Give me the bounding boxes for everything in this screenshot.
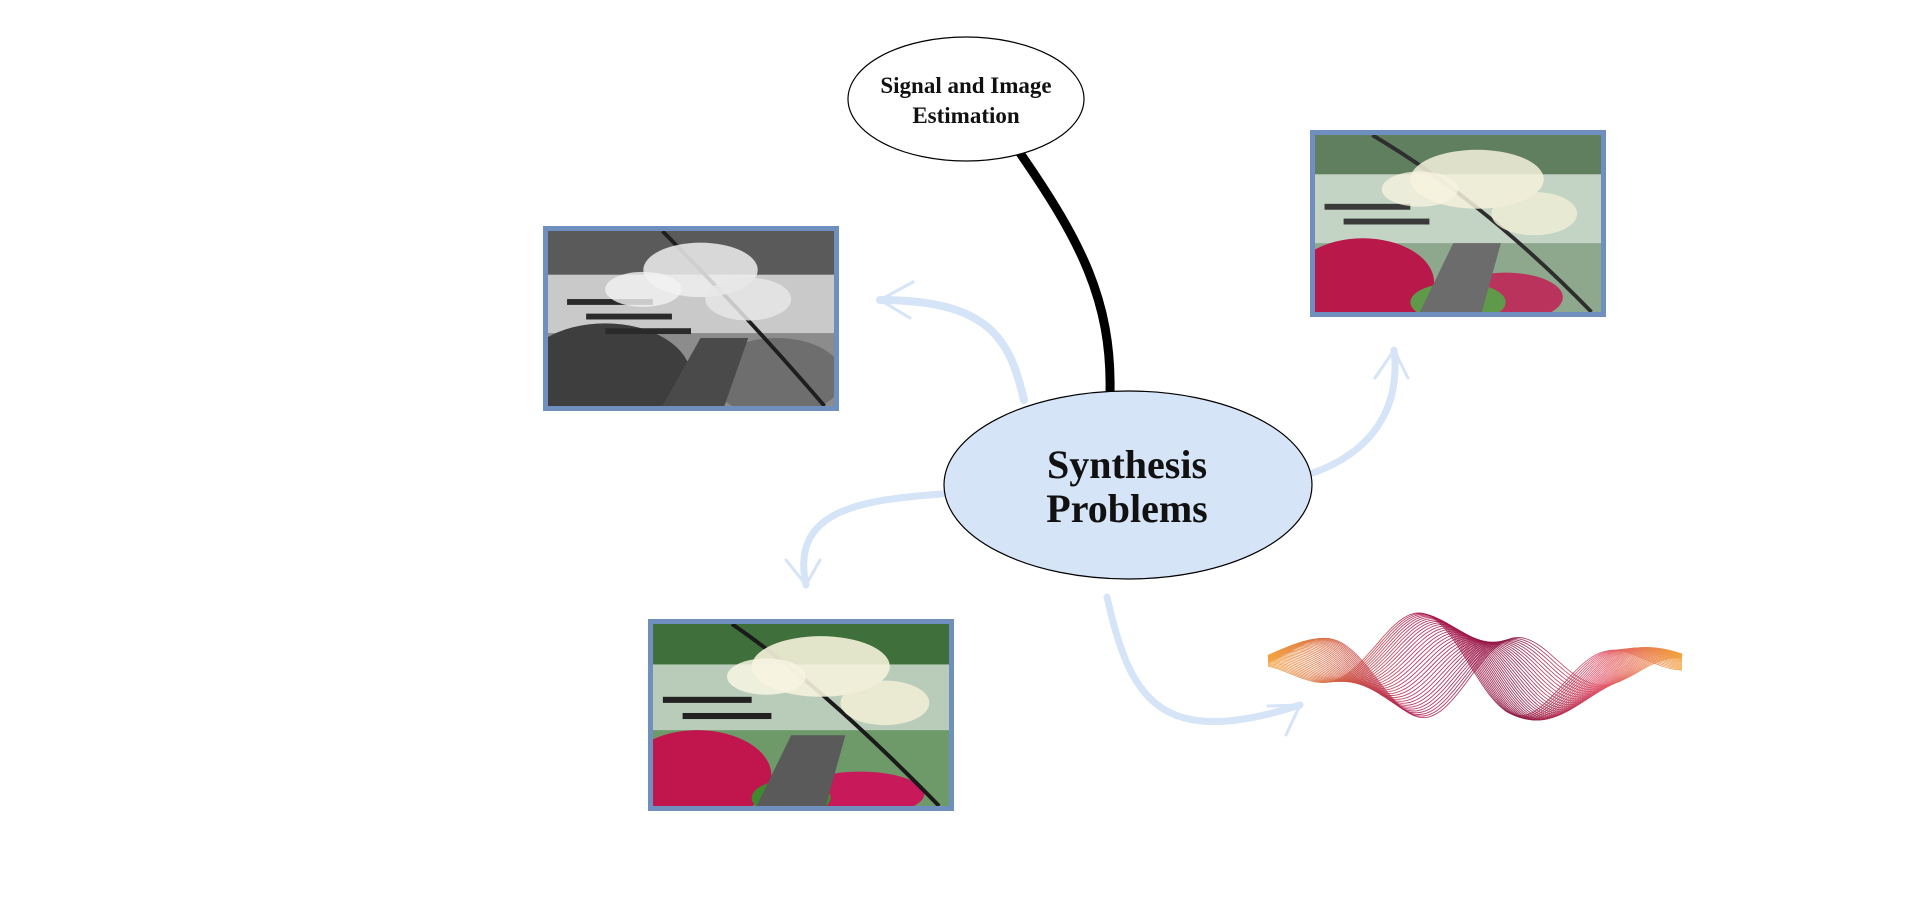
synthesis-problems-node[interactable] (943, 390, 1313, 580)
signal-image-estimation-node[interactable] (847, 36, 1085, 162)
wave-ribbon-strand (1267, 627, 1683, 719)
grayscale-garden-photo[interactable] (543, 226, 839, 411)
wave-ribbon-strand (1267, 625, 1683, 720)
connector-line (1015, 148, 1115, 398)
wave-ribbon-strand (1267, 628, 1683, 718)
grayscale-garden-photo-icon (548, 231, 834, 406)
color-garden-photo-sharp-icon (653, 624, 949, 806)
color-garden-photo-soft[interactable] (1310, 130, 1606, 317)
arrow-to-color-photo-top (1306, 346, 1410, 478)
wave-ribbon-strand (1267, 612, 1683, 717)
arrow-to-wave-graphic (1103, 593, 1304, 737)
color-garden-photo-sharp[interactable] (648, 619, 954, 811)
wave-ribbon-strand (1267, 632, 1683, 716)
arrow-to-color-photo-bottom (784, 490, 946, 589)
wave-ribbon-strand (1267, 630, 1683, 718)
wave-ribbon-strand (1267, 633, 1683, 715)
color-garden-photo-soft-icon (1315, 135, 1601, 312)
wave-ribbon-graphic (1267, 612, 1683, 721)
wave-ribbon-strand (1267, 624, 1683, 720)
arrow-to-grayscale-photo (876, 280, 1028, 404)
